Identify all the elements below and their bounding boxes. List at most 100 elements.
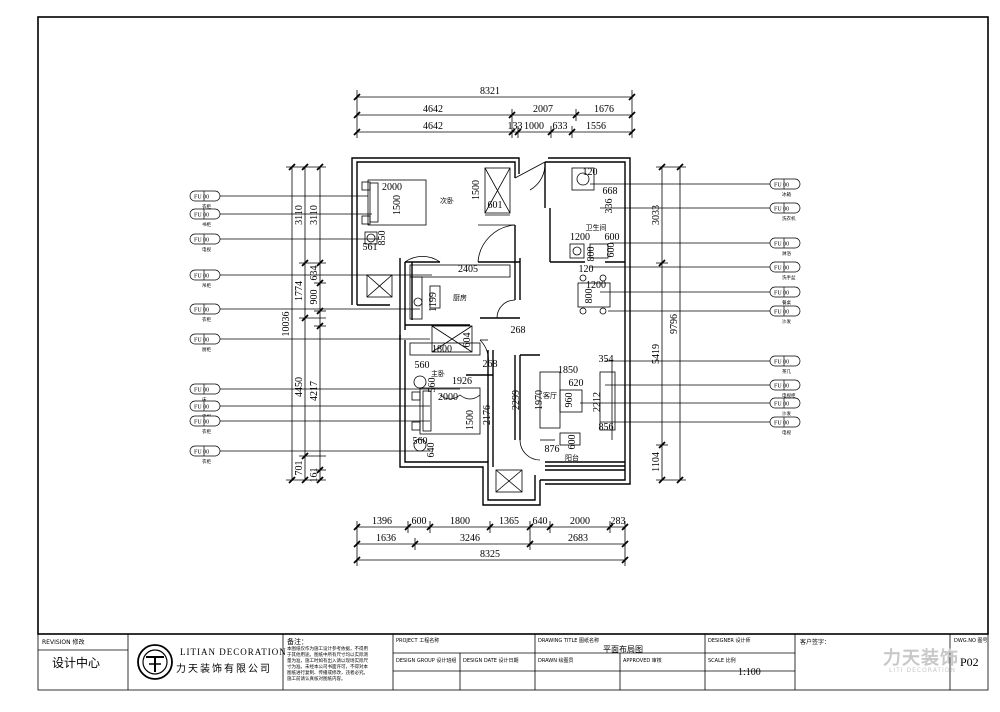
callout-label: 床: [202, 396, 207, 403]
shafts: [366, 167, 523, 493]
callout-tag: [189, 445, 221, 457]
interior-dim: 560: [427, 378, 438, 393]
callout-label: 衣柜: [202, 428, 211, 435]
left-dimension-labels: 10036 3110 1774 4450 701 3110 634 900 42…: [281, 205, 320, 482]
right-dim: 5419: [651, 344, 662, 364]
interior-dim: 268: [483, 359, 498, 370]
top-dim: 4642: [423, 121, 443, 132]
callout-tag: [189, 269, 221, 281]
notes-line: 本图纸仅作为施工设计参考依据，不得用: [287, 647, 368, 652]
left-dim: 634: [309, 266, 320, 281]
interior-dim: 800: [584, 289, 595, 304]
top-dim: 1676: [594, 104, 614, 115]
callout-tag: [769, 286, 801, 298]
left-dim: 161: [309, 468, 320, 483]
callout-tag: [769, 305, 801, 317]
callout-tag: [769, 355, 801, 367]
right-dim: 3033: [651, 205, 662, 225]
callout-label: 沙发: [782, 318, 791, 325]
callout-tag: [189, 233, 221, 245]
interior-dim: 1500: [471, 180, 482, 200]
bottom-dim: 3246: [460, 533, 480, 544]
page-number: P02: [960, 655, 979, 669]
interior-dim: 800: [586, 247, 597, 262]
bottom-total-dim: 8325: [480, 549, 500, 560]
revision-label: REVISION 修改: [42, 639, 85, 646]
interior-dim: 600: [605, 232, 620, 243]
interior-dim: 560: [415, 360, 430, 371]
walls: [351, 157, 631, 506]
bottom-dim: 2683: [568, 533, 588, 544]
callout-tag: [189, 333, 221, 345]
left-dim: 3110: [309, 205, 320, 225]
left-dim: 3110: [294, 205, 305, 225]
callout-tag-text: FU 00: [774, 183, 789, 189]
interior-dim: 268: [511, 325, 526, 336]
top-dim: 2007: [533, 104, 553, 115]
drawing-title: 平面布局图: [603, 645, 643, 654]
scale-label: SCALE 比例: [708, 658, 736, 664]
top-dimensions: [353, 90, 636, 138]
drawing-title-label: DRAWING TITLE 图纸名称: [538, 638, 600, 644]
room-label-kitchen: 厨房: [453, 293, 467, 302]
room-label-balcony: 阳台: [565, 453, 579, 462]
callout-tag: [769, 178, 801, 190]
left-total-dim: 10036: [281, 312, 292, 337]
right-dimension-labels: 3033 5419 1104 9796: [651, 205, 680, 472]
callout-tag-text: FU 00: [774, 207, 789, 213]
bottom-dim: 600: [412, 516, 427, 527]
right-dimensions: [656, 163, 686, 484]
left-dimensions: [286, 163, 326, 484]
interior-dim: 560: [413, 436, 428, 447]
callout-tag-text: FU 00: [194, 450, 209, 456]
callout-label: 冰箱: [782, 191, 791, 198]
design-group-label: DESIGN GROUP 设计班组: [396, 658, 457, 664]
design-center: 设计中心: [52, 656, 101, 670]
callout-label: 厨柜: [202, 346, 211, 353]
top-dim: 4642: [423, 104, 443, 115]
room-label-bathroom: 卫生间: [586, 223, 607, 232]
callout-tag-text: FU 00: [774, 266, 789, 272]
callout-tag: [769, 237, 801, 249]
callout-tag-text: FU 00: [194, 405, 209, 411]
interior-dim: 1500: [392, 195, 403, 215]
callout-tag: [769, 397, 801, 409]
room-label-living-room: 客厅: [543, 391, 557, 400]
callout-tag-text: FU 00: [194, 308, 209, 314]
left-dim: 1774: [294, 281, 305, 301]
interior-dim: 856: [599, 422, 614, 433]
room-labels: 次卧 卫生间 厨房 主卧 客厅 阳台: [431, 196, 607, 462]
callout-tag: [189, 190, 221, 202]
interior-dim: 1500: [465, 410, 476, 430]
project-label: PROJECT 工程名称: [396, 638, 440, 644]
callout-tag: [769, 202, 801, 214]
callout-tag-text: FU 00: [774, 242, 789, 248]
callout-tag: [769, 261, 801, 273]
interior-dim: 120: [579, 264, 594, 275]
callout: FU 00 冰箱: [590, 178, 801, 198]
interior-dim: 601: [488, 200, 503, 211]
interior-dim: 640: [426, 443, 437, 458]
room-label-second-bedroom: 次卧: [440, 196, 454, 205]
callout-label: 茶几: [782, 368, 791, 375]
left-dim: 900: [309, 290, 320, 305]
callout-tag: [769, 416, 801, 428]
watermark-cn: 力天装饰: [883, 648, 959, 669]
interior-dim: 2299: [511, 390, 522, 410]
interior-dim: 561: [363, 242, 378, 253]
designer-label: DESIGNER 设计师: [708, 638, 751, 644]
callout-label: 餐桌: [782, 299, 791, 306]
furniture: [361, 167, 616, 452]
right-total-dim: 9796: [669, 314, 680, 334]
interior-dim: 1800: [432, 344, 452, 355]
